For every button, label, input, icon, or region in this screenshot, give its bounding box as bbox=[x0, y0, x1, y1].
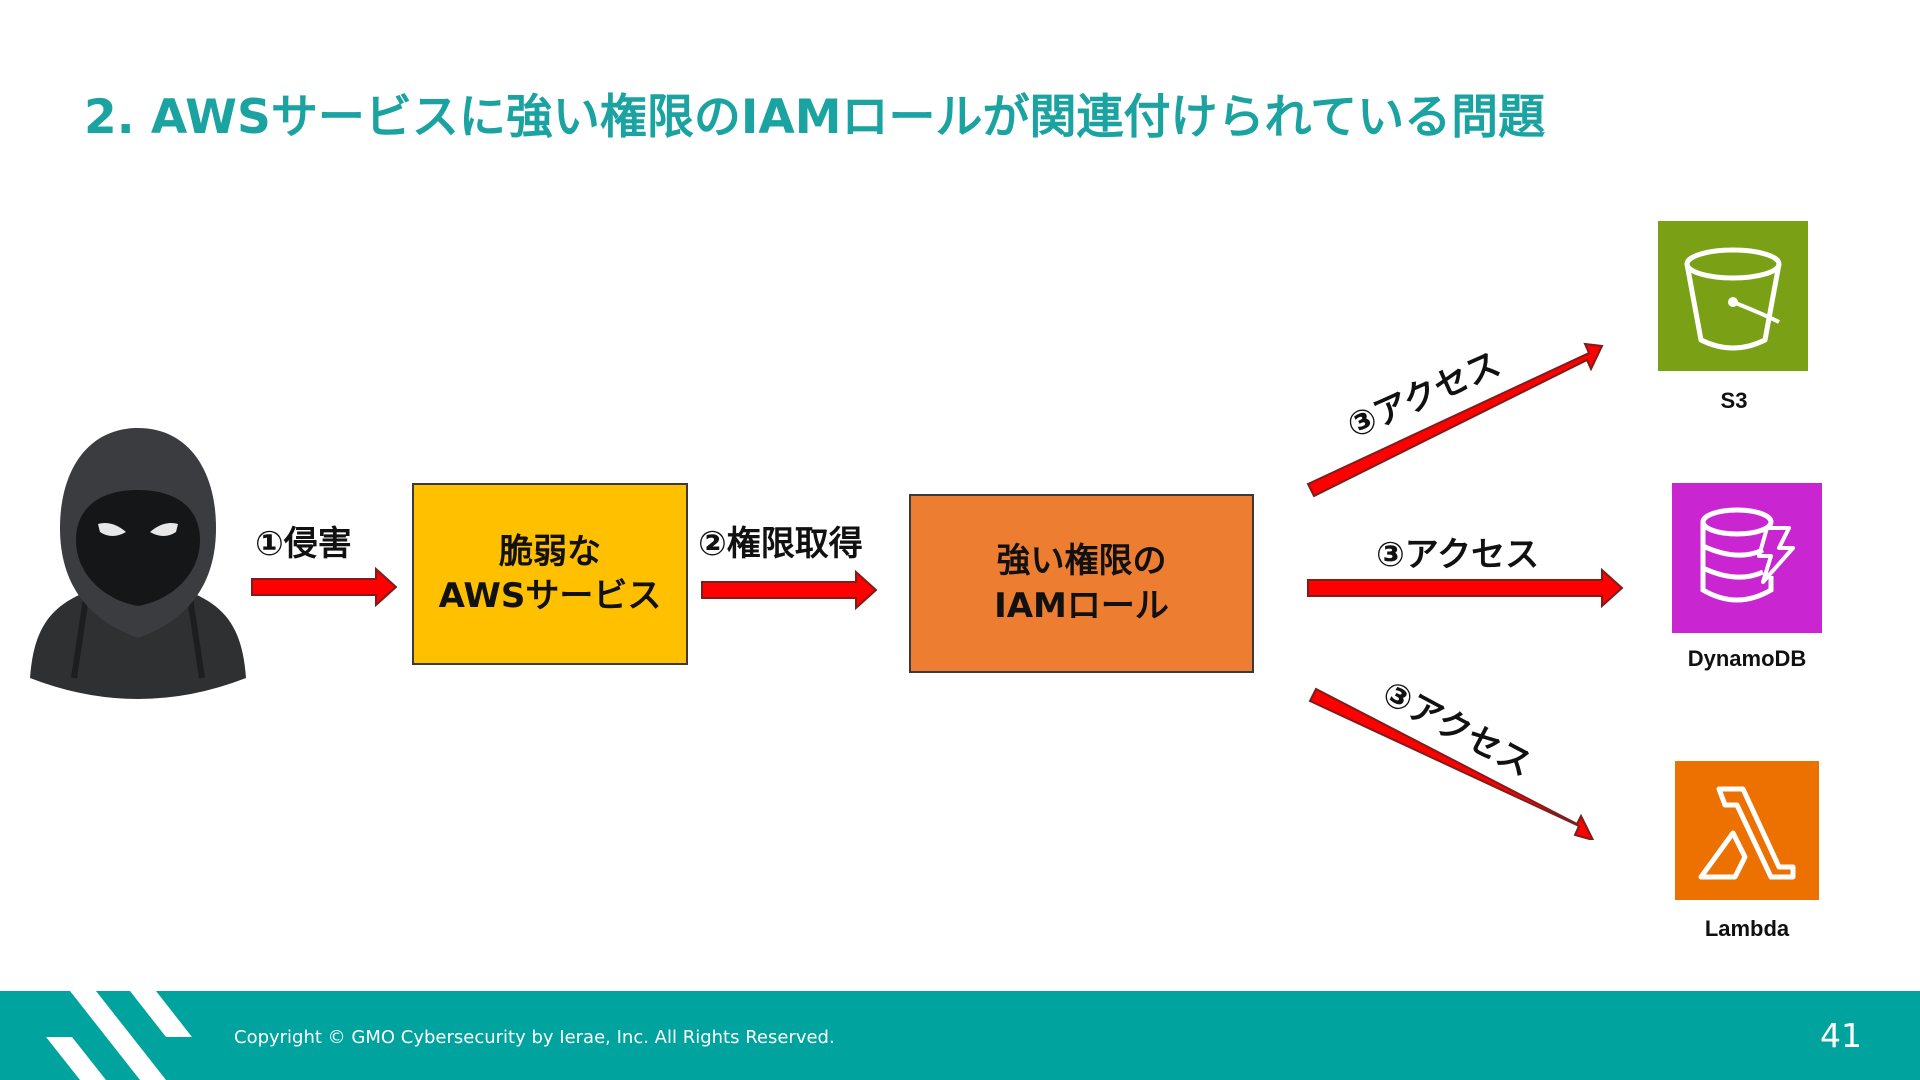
lambda-tile bbox=[1675, 761, 1819, 900]
s3-label: S3 bbox=[1720, 388, 1748, 413]
page-number: 41 bbox=[1820, 1016, 1862, 1055]
arrow-privilege bbox=[701, 570, 878, 610]
logo-stripes-icon bbox=[46, 991, 192, 1080]
arrow-access-s3 bbox=[1306, 342, 1604, 498]
bucket-icon bbox=[1684, 247, 1782, 351]
lambda-label: Lambda bbox=[1704, 916, 1790, 941]
vulnerable-service-line2: AWSサービス bbox=[438, 576, 662, 616]
step-privilege-label: ②権限取得 bbox=[698, 524, 863, 564]
iam-role-box: 強い権限の IAMロール bbox=[909, 494, 1254, 673]
arrow-access-dynamo bbox=[1307, 568, 1624, 608]
dynamodb-label: DynamoDB bbox=[1687, 646, 1807, 671]
arrow-compromise bbox=[251, 567, 398, 607]
copyright-text: Copyright © GMO Cybersecurity by Ierae, … bbox=[234, 1027, 835, 1048]
footer-bar bbox=[0, 991, 1920, 1080]
step-access-dynamo-label: ③アクセス bbox=[1376, 535, 1540, 575]
slide-title: 2. AWSサービスに強い権限のIAMロールが関連付けられている問題 bbox=[84, 90, 1546, 145]
vulnerable-service-line1: 脆弱な bbox=[499, 531, 601, 572]
arrow-access-lambda bbox=[1308, 687, 1595, 840]
s3-tile bbox=[1658, 221, 1808, 371]
iam-role-line2: IAMロール bbox=[994, 585, 1169, 626]
dynamodb-tile bbox=[1672, 483, 1822, 633]
iam-role-line1: 強い権限の bbox=[996, 541, 1167, 582]
database-bolt-icon bbox=[1700, 507, 1795, 603]
lambda-icon bbox=[1698, 786, 1796, 879]
hacker-icon bbox=[30, 428, 246, 699]
step-compromise-label: ①侵害 bbox=[255, 524, 352, 564]
vulnerable-service-box: 脆弱な AWSサービス bbox=[412, 483, 688, 665]
